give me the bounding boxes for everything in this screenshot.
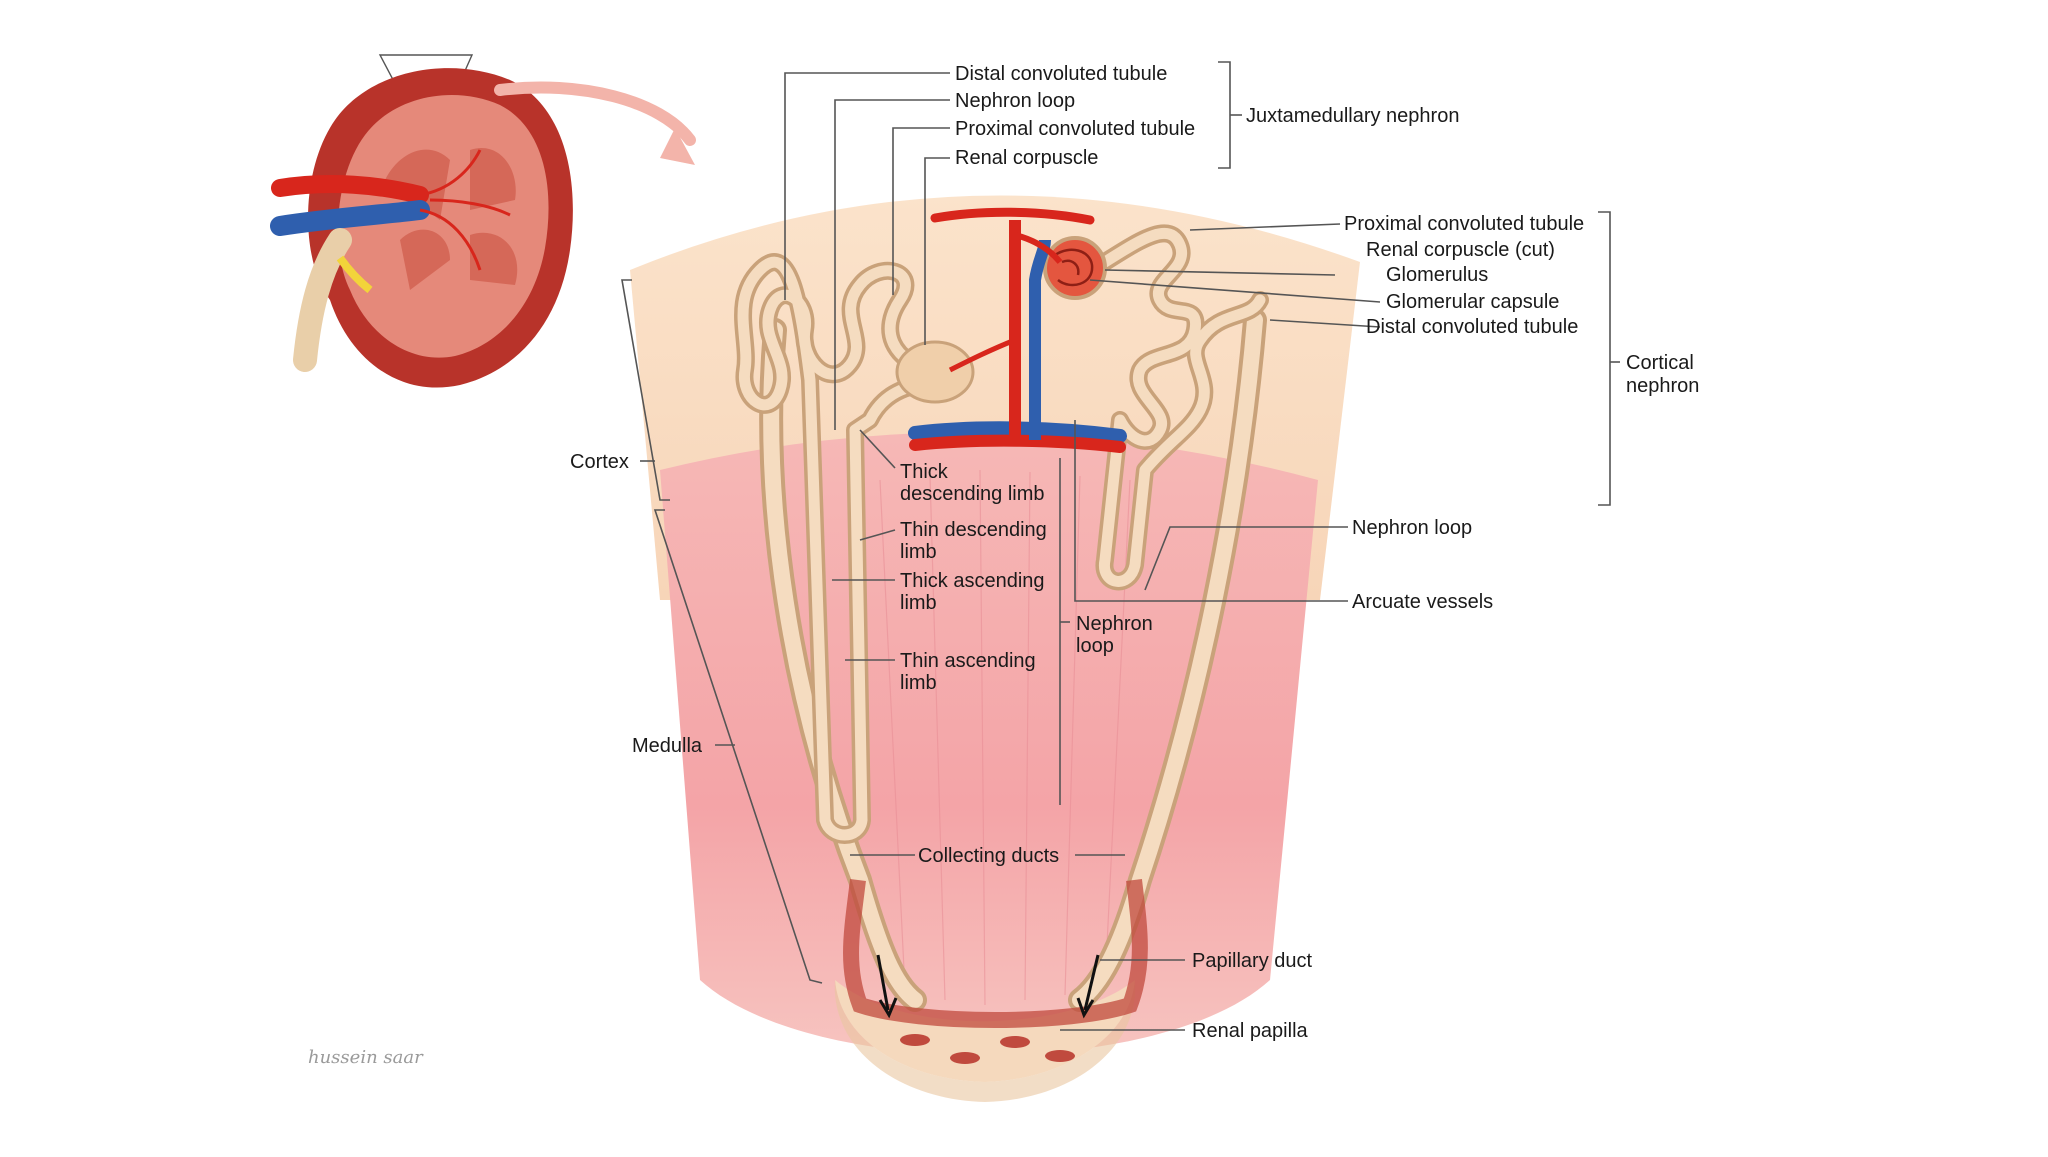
label-c-capsule: Glomerular capsule	[1386, 291, 1559, 313]
label-thick-asc-2: limb	[900, 592, 937, 614]
labels: Distal convoluted tubule Nephron loop Pr…	[308, 63, 1699, 1068]
label-papilla: Renal papilla	[1192, 1020, 1309, 1042]
label-c-distal: Distal convoluted tubule	[1366, 316, 1578, 338]
watermark: hussein saar	[308, 1047, 424, 1068]
label-c-loop: Nephron loop	[1352, 517, 1472, 539]
label-c-proximal: Proximal convoluted tubule	[1344, 213, 1584, 235]
renal-vein	[270, 200, 430, 236]
label-cortical-2: nephron	[1626, 375, 1699, 397]
papillary-openings	[900, 1034, 1075, 1064]
leader-lines	[621, 61, 1620, 1031]
label-cortical-1: Cortical	[1626, 352, 1694, 374]
zoom-arrow	[494, 81, 696, 146]
juxtamedullary-nephron	[734, 253, 975, 844]
label-thin-asc-2: limb	[900, 672, 937, 694]
renal-artery	[271, 175, 429, 204]
kidney-inset	[270, 54, 696, 388]
label-jm-proximal: Proximal convoluted tubule	[955, 118, 1195, 140]
label-mid-loop-1: Nephron	[1076, 613, 1153, 635]
arcuate-artery	[909, 434, 1126, 453]
ureter	[293, 228, 352, 372]
label-jm-distal: Distal convoluted tubule	[955, 63, 1167, 85]
label-thin-desc-1: Thin descending	[900, 519, 1047, 541]
label-thick-desc-1: Thick	[900, 461, 949, 483]
label-papillary: Papillary duct	[1192, 950, 1313, 972]
renal-corpuscle-juxta	[895, 340, 975, 404]
label-jm-loop: Nephron loop	[955, 90, 1075, 112]
label-juxtamedullary: Juxtamedullary nephron	[1246, 105, 1459, 127]
renal-fat	[336, 255, 373, 294]
label-mid-loop-2: loop	[1076, 635, 1114, 657]
renal-pyramids-inset	[385, 148, 518, 290]
label-thick-desc-2: descending limb	[900, 483, 1045, 505]
arrow-left-line	[876, 954, 890, 1011]
label-c-glomerulus: Glomerulus	[1386, 264, 1488, 286]
zoom-arrow-head	[660, 128, 695, 165]
label-cortex: Cortex	[570, 451, 629, 473]
blood-vessels	[908, 207, 1127, 453]
label-medulla: Medulla	[632, 735, 703, 757]
interlobular-vein	[1029, 239, 1051, 440]
cortical-nephron	[1043, 224, 1269, 591]
inset-arterial-branches	[419, 149, 511, 271]
label-arcuate: Arcuate vessels	[1352, 591, 1493, 613]
glomerulus-capillaries	[1054, 248, 1094, 287]
label-thick-asc-1: Thick ascending	[900, 570, 1045, 592]
label-thin-asc-1: Thin ascending	[900, 650, 1036, 672]
papillary-ducts	[843, 879, 1148, 1028]
medulla-striations	[879, 469, 1131, 1006]
label-thin-desc-2: limb	[900, 541, 937, 563]
label-collecting: Collecting ducts	[918, 845, 1059, 867]
label-jm-corpuscle: Renal corpuscle	[955, 147, 1098, 169]
renal-corpuscle-cortical	[1043, 236, 1107, 300]
arrow-right-line	[1083, 954, 1100, 1011]
label-c-corpuscle-cut: Renal corpuscle (cut)	[1366, 239, 1555, 261]
